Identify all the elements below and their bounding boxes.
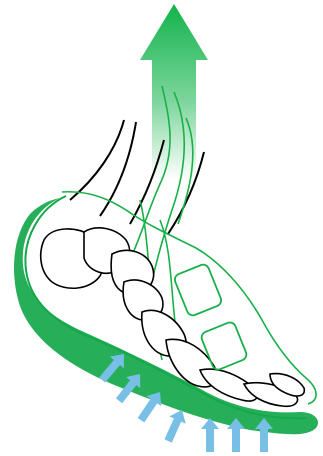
- pressure-arrow-icon: [201, 418, 219, 452]
